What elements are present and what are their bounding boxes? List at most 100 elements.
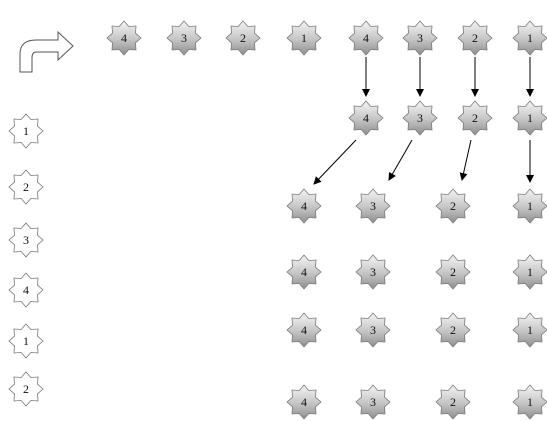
grid-badge: 2 xyxy=(435,384,471,420)
top-row-badge: 4 xyxy=(348,20,384,56)
left-column-badge: 1 xyxy=(8,113,44,149)
gray-star-badge-shape xyxy=(286,188,322,224)
grid-badge: 1 xyxy=(512,254,547,290)
top-row-badge: 3 xyxy=(166,20,202,56)
badge-number: 2 xyxy=(450,323,456,337)
gray-star-badge-shape xyxy=(402,20,438,56)
gray-star-badge-shape xyxy=(402,100,438,136)
top-row-badge: 2 xyxy=(225,20,261,56)
gray-star-badge-shape xyxy=(435,188,471,224)
gray-star-badge-shape xyxy=(355,312,391,348)
second-row-badge: 4 xyxy=(348,100,384,136)
top-row-badge: 2 xyxy=(457,20,493,56)
gray-star-badge-shape xyxy=(348,20,384,56)
grid-badge: 3 xyxy=(355,188,391,224)
badge-number: 3 xyxy=(370,323,376,337)
badge-number: 1 xyxy=(527,395,533,409)
badge-number: 2 xyxy=(472,111,478,125)
gray-star-badge-shape xyxy=(457,100,493,136)
gray-star-badge-shape xyxy=(512,20,547,56)
grid-badge: 2 xyxy=(435,188,471,224)
diagonal-arrow xyxy=(459,139,472,181)
white-star-badge-shape xyxy=(8,323,44,359)
badge-number: 2 xyxy=(450,199,456,213)
top-row-badge: 1 xyxy=(286,20,322,56)
badge-number: 4 xyxy=(301,265,307,279)
badge-number: 1 xyxy=(23,124,29,138)
grid-badge: 1 xyxy=(512,384,547,420)
left-column-badge: 2 xyxy=(8,169,44,205)
gray-star-badge-shape xyxy=(512,384,547,420)
gray-star-badge-shape xyxy=(457,20,493,56)
grid-badge: 1 xyxy=(512,312,547,348)
badge-number: 1 xyxy=(527,265,533,279)
badge-number: 1 xyxy=(301,31,307,45)
badge-number: 1 xyxy=(527,31,533,45)
gray-star-badge-shape xyxy=(435,312,471,348)
gray-star-badge-shape xyxy=(355,384,391,420)
white-star-badge-shape xyxy=(8,371,44,407)
left-column-badge: 1 xyxy=(8,323,44,359)
gray-star-badge-shape xyxy=(348,100,384,136)
gray-star-badge-shape xyxy=(286,384,322,420)
gray-star-badge-shape xyxy=(512,312,547,348)
gray-star-badge-shape xyxy=(435,384,471,420)
gray-star-badge-shape xyxy=(355,254,391,290)
diagonal-arrow xyxy=(388,139,413,181)
grid-badge: 4 xyxy=(286,312,322,348)
curved-turn-right-arrow-icon xyxy=(19,30,74,73)
badge-number: 3 xyxy=(370,265,376,279)
badge-number: 2 xyxy=(23,382,29,396)
badge-number: 4 xyxy=(363,31,369,45)
badge-number: 2 xyxy=(450,395,456,409)
grid-badge: 2 xyxy=(435,312,471,348)
gray-star-badge-shape xyxy=(512,100,547,136)
gray-star-badge-shape xyxy=(286,254,322,290)
badge-number: 3 xyxy=(417,111,423,125)
grid-badge: 3 xyxy=(355,312,391,348)
badge-number: 2 xyxy=(450,265,456,279)
badge-number: 3 xyxy=(23,233,29,247)
badge-number: 1 xyxy=(527,199,533,213)
gray-star-badge-shape xyxy=(225,20,261,56)
badge-number: 4 xyxy=(363,111,369,125)
badge-number: 2 xyxy=(240,31,246,45)
badge-number: 4 xyxy=(23,283,29,297)
gray-star-badge-shape xyxy=(286,312,322,348)
left-column-badge: 4 xyxy=(8,272,44,308)
gray-star-badge-shape xyxy=(355,188,391,224)
badge-number: 2 xyxy=(23,180,29,194)
grid-badge: 1 xyxy=(512,188,547,224)
badge-number: 4 xyxy=(301,199,307,213)
second-row-badge: 2 xyxy=(457,100,493,136)
badge-number: 2 xyxy=(472,31,478,45)
grid-badge: 3 xyxy=(355,254,391,290)
second-row-badge: 1 xyxy=(512,100,547,136)
gray-star-badge-shape xyxy=(106,20,142,56)
badge-number: 4 xyxy=(301,395,307,409)
badge-number: 3 xyxy=(370,395,376,409)
gray-star-badge-shape xyxy=(166,20,202,56)
white-star-badge-shape xyxy=(8,222,44,258)
gray-star-badge-shape xyxy=(435,254,471,290)
arrow-layer xyxy=(313,57,534,185)
badge-number: 1 xyxy=(527,111,533,125)
white-star-badge-shape xyxy=(8,113,44,149)
white-star-badge-shape xyxy=(8,169,44,205)
grid-badge: 4 xyxy=(286,254,322,290)
grid-badge: 4 xyxy=(286,384,322,420)
white-star-badge-shape xyxy=(8,272,44,308)
diagonal-arrow xyxy=(313,139,357,185)
gray-star-badge-shape xyxy=(512,254,547,290)
badge-number: 1 xyxy=(23,334,29,348)
grid-badge: 3 xyxy=(355,384,391,420)
grid-badge: 4 xyxy=(286,188,322,224)
badge-number: 4 xyxy=(301,323,307,337)
badge-number: 3 xyxy=(181,31,187,45)
second-row-badge: 3 xyxy=(402,100,438,136)
top-row-badge: 4 xyxy=(106,20,142,56)
left-column-badge: 3 xyxy=(8,222,44,258)
left-column-badge: 2 xyxy=(8,371,44,407)
